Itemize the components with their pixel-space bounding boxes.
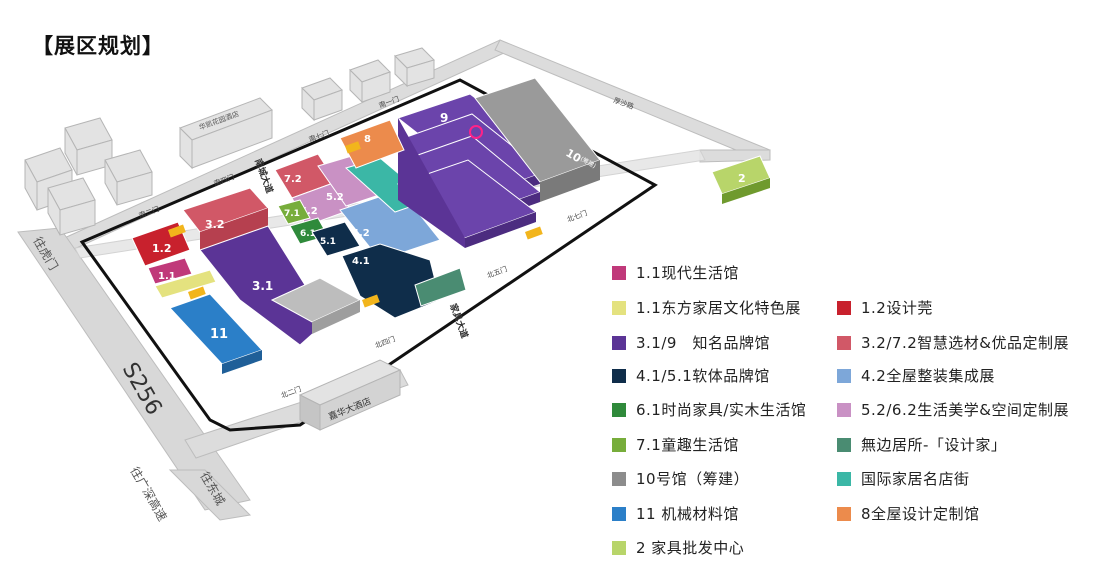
design-home[interactable]	[414, 267, 467, 307]
hall-7-1-label: 7.1	[284, 209, 300, 219]
hall-3-2-label: 3.2	[205, 218, 225, 231]
legend-item: 1.1现代生活馆	[612, 262, 739, 283]
legend-label: 7.1童趣生活馆	[636, 436, 739, 454]
hall-7-2-label: 7.2	[284, 174, 302, 185]
legend-label: 1.1现代生活馆	[636, 264, 739, 282]
dir-guangshen: 往广深高速	[127, 464, 170, 523]
site-boundary	[79, 78, 658, 432]
legend-item: 1.1东方家居文化特色展	[612, 297, 801, 318]
legend-item: 8全屋设计定制馆	[837, 503, 980, 524]
legend-item: 1.2设计莞	[837, 297, 933, 318]
legend-item: 4.1/5.1软体品牌馆	[612, 365, 770, 386]
legend-swatch	[612, 437, 626, 452]
furniture-avenue-label: 家具大道	[447, 302, 471, 340]
legend-label: 2 家具批发中心	[636, 539, 745, 557]
legend-item: 国际家居名店街	[837, 468, 970, 489]
legend-label: 無边居所-「设计家」	[861, 436, 1007, 454]
legend-swatch	[612, 335, 626, 350]
legend-label: 5.2/6.2生活美学&空间定制展	[861, 401, 1069, 419]
hall-1-2-label: 1.2	[152, 242, 172, 255]
legend-label: 4.1/5.1软体品牌馆	[636, 367, 770, 385]
hall-5-1[interactable]	[311, 221, 361, 257]
legend-swatch	[612, 506, 626, 521]
legend-label: 6.1时尚家具/实木生活馆	[636, 401, 807, 419]
south-avenue-label: 南城大道	[252, 157, 276, 195]
hall-1-1-label: 1.1	[158, 271, 176, 282]
legend-item: 4.2全屋整装集成展	[837, 365, 995, 386]
legend-swatch	[612, 540, 626, 555]
legend-label: 3.1/9 知名品牌馆	[636, 334, 770, 352]
hall-6-1-label: 6.1	[300, 229, 316, 239]
hall-11-label: 11	[210, 327, 228, 342]
legend-label: 11 机械材料馆	[636, 505, 739, 523]
legend-swatch	[612, 368, 626, 383]
legend-label: 1.2设计莞	[861, 299, 933, 317]
hall-4-1-label: 4.1	[352, 256, 370, 267]
legend-item: 2 家具批发中心	[612, 537, 744, 558]
legend: 1.1现代生活馆 1.1东方家居文化特色展 1.2设计莞 3.1/9 知名品牌馆 3.2…	[612, 262, 1082, 572]
legend-item: 10号馆（筹建）	[612, 468, 749, 489]
hall-2-label: 2	[738, 172, 746, 185]
legend-swatch	[612, 471, 626, 486]
legend-label: 10号馆（筹建）	[636, 470, 750, 488]
legend-swatch	[612, 402, 626, 417]
legend-item: 11 机械材料馆	[612, 503, 739, 524]
legend-swatch	[837, 368, 851, 383]
gate-north-5: 北五门	[486, 264, 509, 280]
hall-5-1-label: 5.1	[320, 237, 336, 247]
legend-item: 7.1童趣生活馆	[612, 434, 739, 455]
legend-swatch	[837, 437, 851, 452]
hall-1-1[interactable]	[147, 257, 193, 285]
legend-swatch	[837, 471, 851, 486]
logo-icon	[469, 125, 483, 139]
legend-swatch	[837, 402, 851, 417]
legend-swatch	[612, 300, 626, 315]
gate-north-7: 北七门	[566, 208, 589, 224]
legend-swatch	[837, 300, 851, 315]
legend-label: 3.2/7.2智慧选材&优品定制展	[861, 334, 1069, 352]
hall-5-2-label: 5.2	[326, 192, 344, 203]
hall-3-1-label: 3.1	[252, 279, 273, 293]
surrounding-buildings	[24, 47, 435, 236]
hall-7-1[interactable]	[277, 199, 311, 225]
legend-label: 1.1东方家居文化特色展	[636, 299, 801, 317]
legend-item: 6.1时尚家具/实木生活馆	[612, 399, 806, 420]
hall-1-1-east-culture[interactable]	[154, 269, 217, 299]
halls: 1.2 1.1 3.2 3.1 11 7.2 6.2 5.2 7.1 6.1 5…	[131, 77, 771, 374]
legend-label: 国际家居名店街	[861, 470, 970, 488]
hall-9[interactable]	[396, 93, 547, 248]
legend-item: 5.2/6.2生活美学&空间定制展	[837, 399, 1069, 420]
legend-label: 8全屋设计定制馆	[861, 505, 980, 523]
legend-swatch	[837, 335, 851, 350]
hall-9-label: 9	[440, 111, 448, 125]
legend-item: 3.1/9 知名品牌馆	[612, 332, 770, 353]
legend-swatch	[837, 506, 851, 521]
legend-label: 4.2全屋整装集成展	[861, 367, 995, 385]
hall-4-2-label: 4.2	[352, 228, 370, 239]
legend-swatch	[612, 265, 626, 280]
gate-north-4: 北四门	[374, 334, 397, 350]
gate-north-2: 北二门	[280, 384, 303, 400]
hall-6-2-label: 6.2	[300, 206, 318, 217]
legend-item: 3.2/7.2智慧选材&优品定制展	[837, 332, 1069, 353]
hall-8-label: 8	[364, 134, 371, 145]
hall-8[interactable]	[339, 119, 405, 169]
legend-item: 無边居所-「设计家」	[837, 434, 1006, 455]
page-title: 【展区规划】	[32, 34, 164, 58]
